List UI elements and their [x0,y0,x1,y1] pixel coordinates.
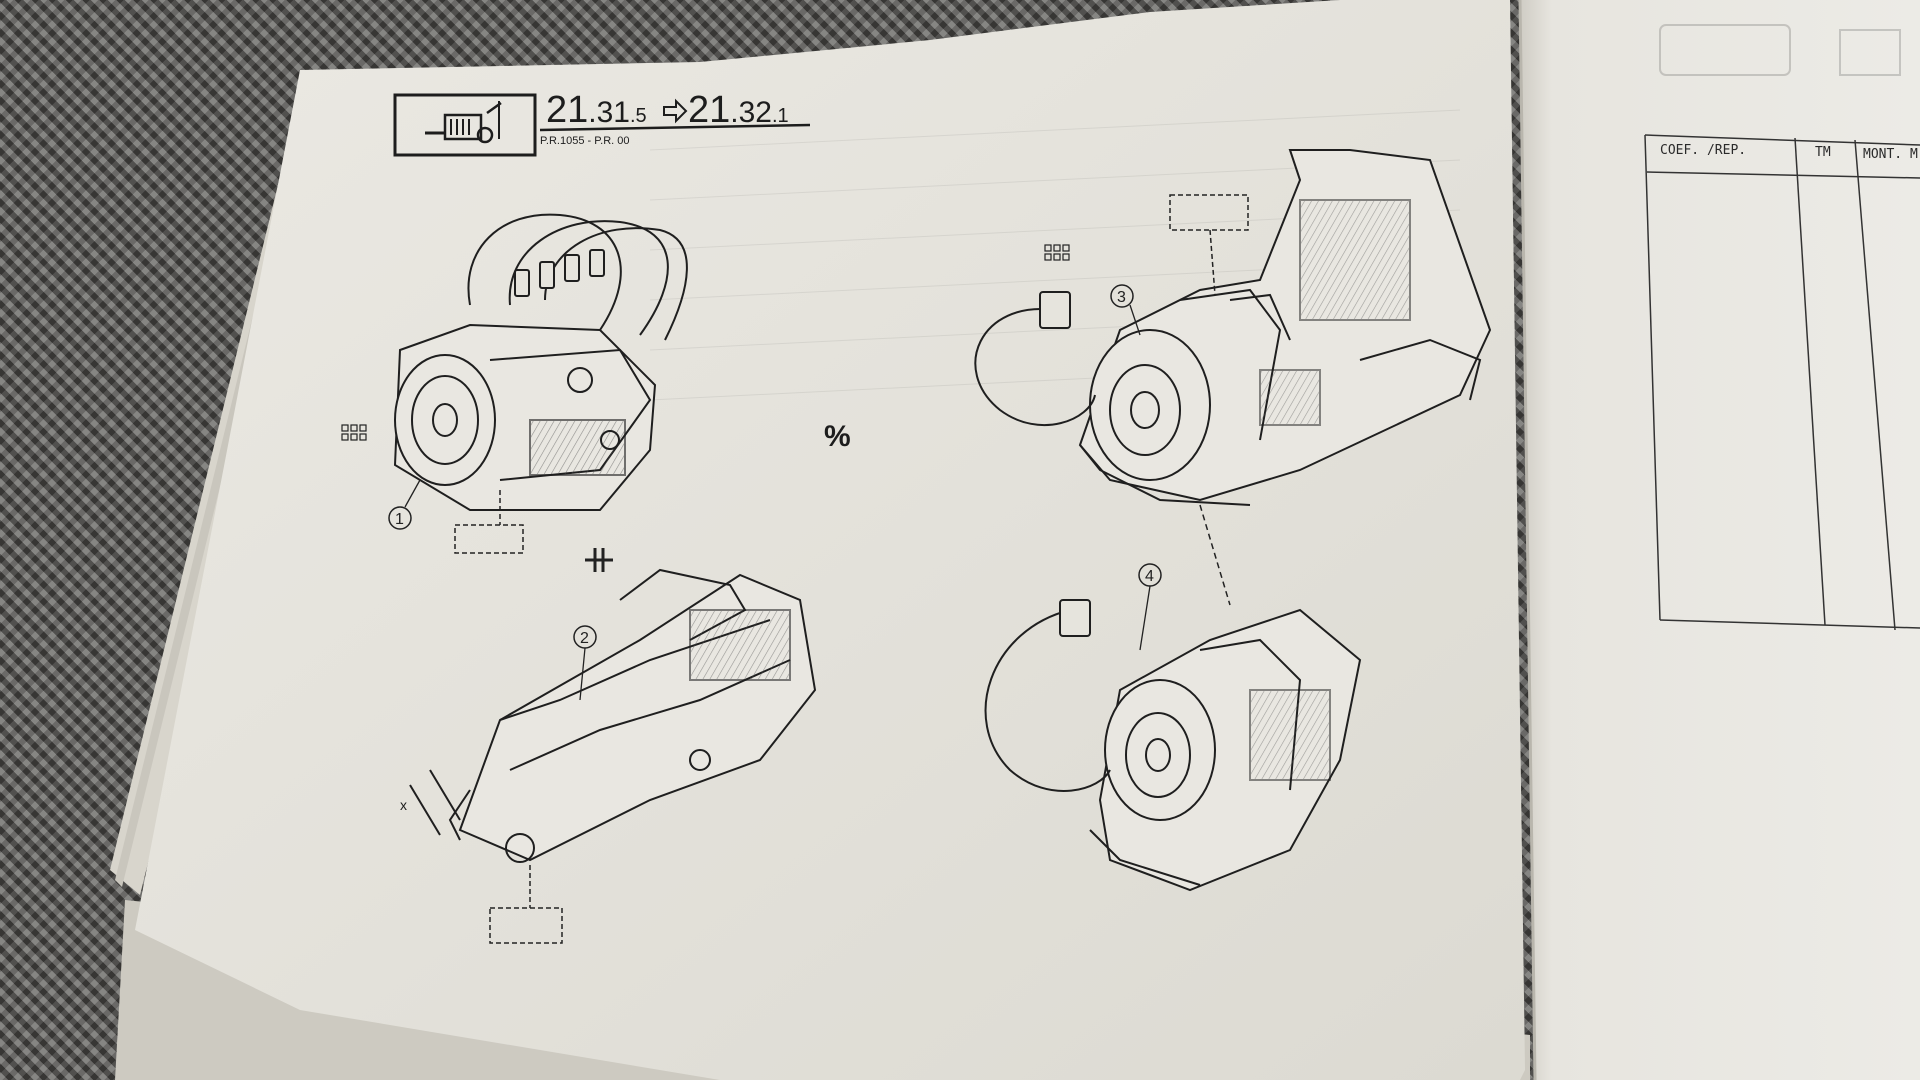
header-underline [539,123,811,132]
header-reference: P.R.1055 - P.R. 00 [540,135,630,147]
callout-1: 1 [388,479,421,530]
header-icon-box [393,93,537,157]
svg-text:3: 3 [1117,289,1126,306]
faded-stamp-icon [1659,24,1901,76]
grid-symbol-icon [1044,244,1070,261]
dashed-reference-box-3 [1169,194,1249,231]
svg-text:1: 1 [395,511,404,528]
callout-3: 3 [1110,284,1141,336]
drawing-transmission-4 [984,599,1362,892]
dashed-reference-box-1 [454,524,524,554]
svg-text:4: 4 [1145,568,1154,585]
right-page-table [1644,134,1920,631]
dashed-reference-box-2 [489,907,563,944]
callout-2: 2 [573,625,597,701]
code-from: 21.31.5 [546,89,647,131]
dashed-connector-3-4 [1199,504,1231,606]
code-to: 21.32.1 [688,89,789,131]
grid-symbol-icon [341,424,367,441]
table-header-coef: COEF. /REP. [1660,143,1746,158]
dashed-leader-3 [1209,229,1216,296]
percent-symbol: % [824,420,851,453]
arrow-right-icon [663,98,688,124]
x-marker: x [400,797,407,813]
transmission-icon [425,101,502,144]
drawing-gearbox-2 [409,568,817,863]
book-gutter [1518,0,1537,1080]
drawing-transmission-3 [974,149,1492,506]
callout-4: 4 [1138,563,1162,651]
drawing-transmission-1 [393,213,688,511]
table-header-mont: MONT. M [1863,147,1918,162]
svg-text:2: 2 [580,630,589,647]
page-header: 21.31.5 21.32.1 P.R.1055 - P.R. 00 [393,89,811,157]
right-page [1520,0,1920,1080]
separator-symbol-icon [585,548,613,572]
table-header-tm: TM [1815,145,1831,160]
